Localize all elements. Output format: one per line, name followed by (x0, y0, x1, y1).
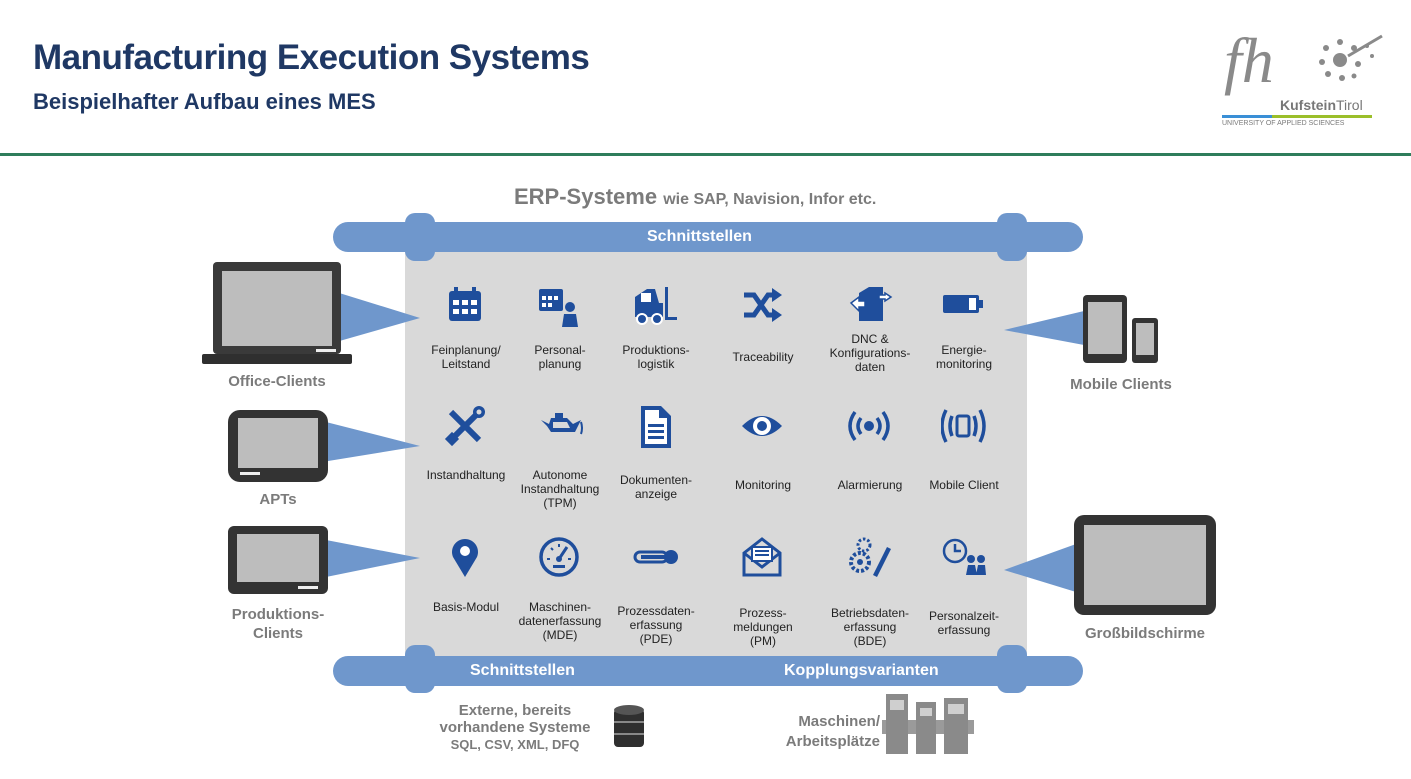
eye-icon (713, 404, 813, 450)
fh-kufstein-logo: fh KufsteinTirol UNIVERSITY OF APPLIED S… (1222, 25, 1392, 130)
mes-module-panel (405, 247, 1027, 670)
machines-line-2: Arbeitsplätze (785, 733, 880, 750)
mobile-signal-icon (914, 404, 1014, 450)
module-label: DNC & Konfigurations- daten (829, 332, 911, 374)
production-clients-label: Produktions- Clients (231, 606, 325, 642)
logo-university-text: UNIVERSITY OF APPLIED SCIENCES (1222, 120, 1345, 127)
map-pin-icon (416, 535, 516, 581)
module-label: Instandhaltung (426, 468, 506, 482)
module-label-wrap: Monitoring (713, 472, 813, 492)
ray-production (326, 540, 420, 577)
module-label-wrap: Produktions- logistik (606, 337, 706, 371)
header-divider (0, 153, 1411, 156)
page-subtitle: Beispielhafter Aufbau eines MES (33, 89, 376, 114)
external-systems-label: Externe, bereits vorhandene Systeme SQL,… (430, 702, 600, 753)
oil-can-icon (510, 404, 610, 450)
machines-label: Maschinen/ Arbeitsplätze (760, 712, 880, 752)
ray-big-screens (1004, 544, 1076, 592)
module-label-wrap: Traceability (713, 344, 813, 364)
top-band-label: Schnittstellen (647, 228, 752, 245)
module-label: Monitoring (734, 478, 792, 492)
module-label-wrap: Basis-Modul (416, 594, 516, 614)
tools-icon (416, 404, 516, 450)
top-interface-band (333, 222, 1083, 252)
forklift-icon (606, 283, 706, 329)
module-label-wrap: Personal- planung (510, 337, 610, 371)
document-icon (606, 404, 706, 450)
module-label: Dokumenten- anzeige (619, 473, 693, 501)
module-label-wrap: Maschinen- datenerfassung (MDE) (510, 594, 610, 642)
battery-icon (914, 283, 1014, 329)
external-line-2: vorhandene Systeme (439, 719, 591, 736)
module-label-wrap: Energie- monitoring (914, 337, 1014, 371)
ray-mobile (1004, 311, 1084, 345)
mobile-clients-label: Mobile Clients (1070, 376, 1172, 393)
erp-title-sub: wie SAP, Navision, Infor etc. (663, 191, 877, 208)
office-laptop-icon (202, 262, 352, 366)
module-label: Prozessdaten- erfassung (PDE) (617, 604, 695, 646)
module-label-wrap: Prozess- meldungen (PM) (713, 600, 813, 648)
gauge-icon (510, 535, 610, 581)
broadcast-icon (820, 404, 920, 450)
module-label: Personal- planung (534, 343, 586, 371)
large-screen-icon (1074, 515, 1216, 615)
logo-mark-icon: fh KufsteinTirol (1222, 25, 1383, 118)
module-label: Personalzeit- erfassung (928, 609, 1000, 637)
envelope-icon (713, 535, 813, 581)
module-label: Basis-Modul (432, 600, 500, 614)
svg-text:fh: fh (1224, 26, 1274, 96)
bottom-interface-band (333, 656, 1083, 686)
svg-text:KufsteinTirol: KufsteinTirol (1280, 97, 1363, 113)
page-title: Manufacturing Execution Systems (33, 38, 590, 77)
module-label: Feinplanung/ Leitstand (431, 343, 501, 371)
module-label: Mobile Client (929, 478, 999, 492)
module-label: Autonome Instandhaltung (TPM) (520, 468, 600, 510)
bottom-band-right-label: Kopplungsvarianten (784, 662, 939, 679)
module-label-wrap: Instandhaltung (416, 462, 516, 482)
erp-systems-title: ERP-Systeme wie SAP, Navision, Infor etc… (514, 184, 876, 210)
calendar-person-icon (510, 283, 610, 329)
module-label-wrap: Personalzeit- erfassung (914, 603, 1014, 637)
machines-line-1: Maschinen/ (798, 713, 880, 730)
office-clients-label: Office-Clients (228, 373, 326, 390)
module-label: Produktions- logistik (622, 343, 690, 371)
module-label: Energie- monitoring (935, 343, 993, 371)
module-label: Traceability (732, 350, 794, 364)
apts-label: APTs (259, 491, 297, 508)
module-label: Prozess- meldungen (PM) (733, 606, 793, 648)
ray-office (336, 292, 420, 342)
module-label: Alarmierung (837, 478, 903, 492)
machine-workstation-icon (882, 692, 974, 761)
gears-pencil-icon (820, 535, 920, 581)
thermometer-icon (606, 535, 706, 581)
module-label-wrap: Dokumenten- anzeige (606, 467, 706, 501)
database-icon (614, 705, 644, 754)
mobile-devices-icon (1080, 295, 1160, 365)
module-label-wrap: Betriebsdaten- erfassung (BDE) (820, 600, 920, 648)
external-line-1: Externe, bereits (458, 702, 572, 719)
apt-terminal-icon (228, 410, 328, 484)
calendar-icon (416, 283, 516, 329)
module-label-wrap: Alarmierung (820, 472, 920, 492)
module-label-wrap: Autonome Instandhaltung (TPM) (510, 462, 610, 510)
external-line-3: SQL, CSV, XML, DFQ (450, 737, 580, 752)
module-label-wrap: Mobile Client (914, 472, 1014, 492)
shuffle-icon (713, 283, 813, 329)
module-label: Betriebsdaten- erfassung (BDE) (830, 606, 910, 648)
production-client-icon (228, 526, 328, 596)
big-screens-label: Großbildschirme (1084, 625, 1206, 642)
folder-transfer-icon (820, 283, 920, 329)
module-label-wrap: Feinplanung/ Leitstand (416, 337, 516, 371)
module-label-wrap: Prozessdaten- erfassung (PDE) (606, 598, 706, 646)
ray-apts (322, 421, 420, 462)
bottom-band-left-label: Schnittstellen (470, 662, 575, 679)
module-label-wrap: DNC & Konfigurations- daten (820, 326, 920, 374)
module-label: Maschinen- datenerfassung (MDE) (518, 600, 602, 642)
clock-person-icon (914, 535, 1014, 581)
erp-title-main: ERP-Systeme (514, 184, 658, 209)
